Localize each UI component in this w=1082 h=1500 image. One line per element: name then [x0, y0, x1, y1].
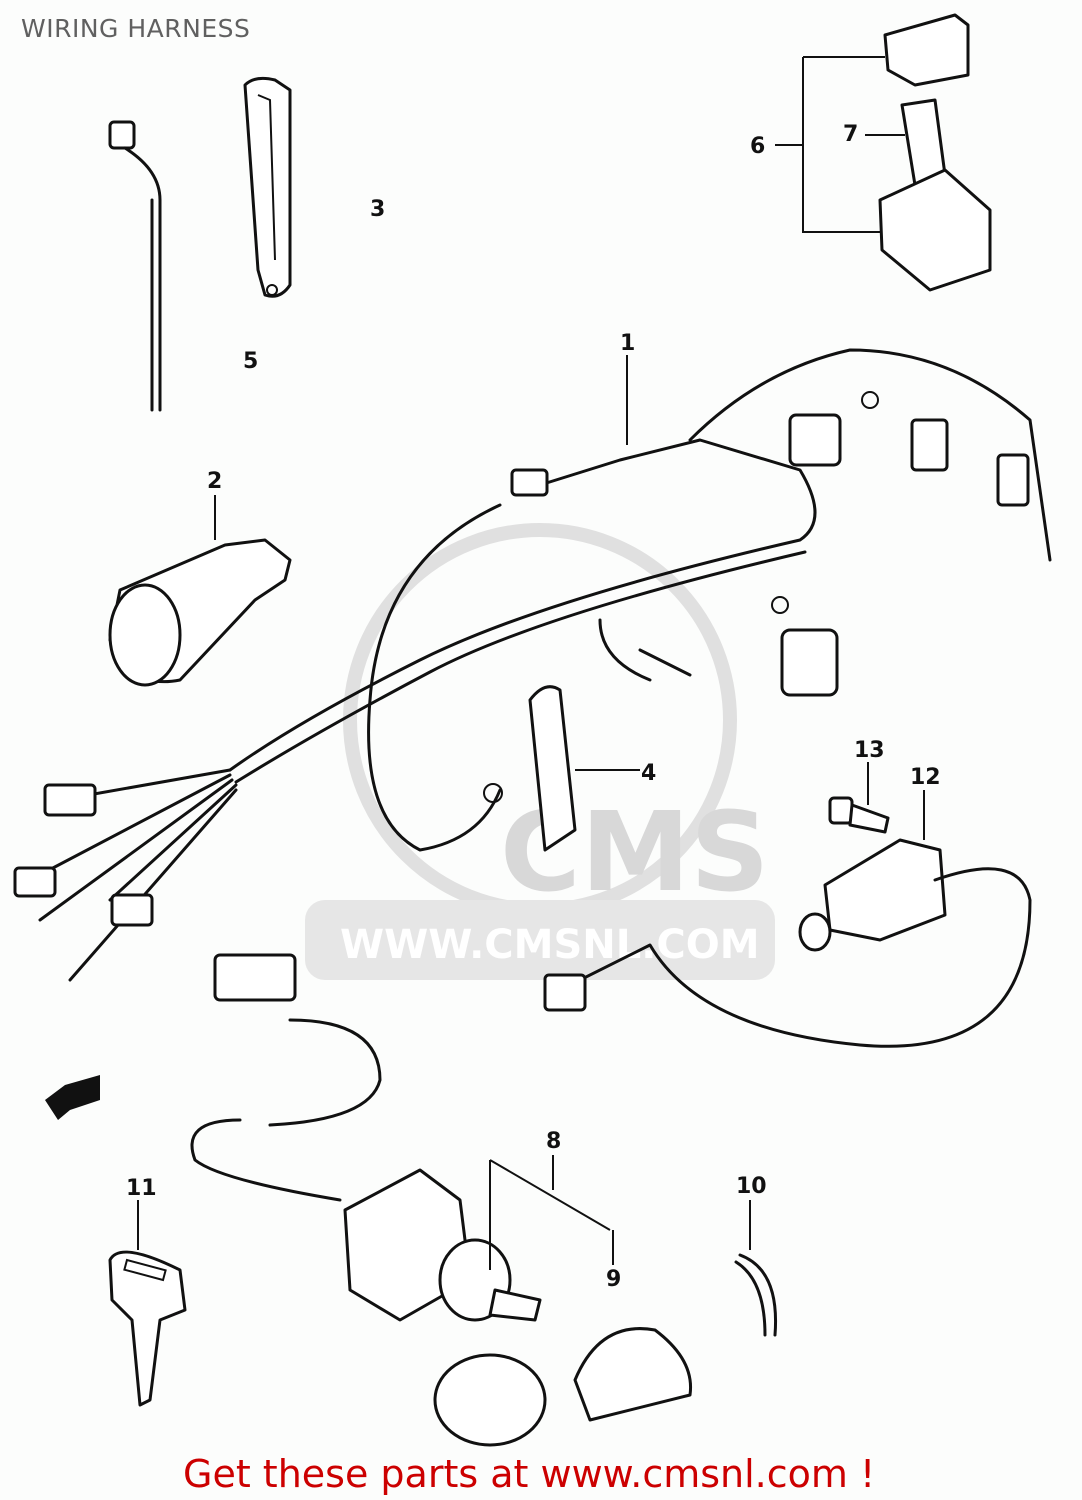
- callout-13: 13: [854, 738, 885, 763]
- part-4-clamp: [528, 685, 640, 852]
- callout-3: 3: [370, 197, 385, 222]
- part-5-cable-tie: [108, 120, 162, 412]
- callout-6: 6: [750, 134, 765, 159]
- front-arrow-icon: [45, 1075, 100, 1120]
- callout-5: 5: [243, 349, 258, 374]
- callout-7: 7: [843, 122, 858, 147]
- callout-1: 1: [620, 331, 635, 356]
- callout-12: 12: [910, 765, 941, 790]
- callout-9: 9: [606, 1267, 621, 1292]
- part-8-ignition-switch: [190, 953, 614, 1447]
- callout-8: 8: [546, 1129, 561, 1154]
- part-3-clamp: [243, 76, 292, 298]
- page-title: WIRING HARNESS: [21, 14, 251, 43]
- part-13-bolt: [828, 762, 890, 834]
- part-11-key: [108, 1200, 187, 1407]
- part-6-relay: [775, 13, 992, 292]
- callout-10: 10: [736, 1174, 767, 1199]
- watermark-url: WWW.CMSNL.COM: [340, 922, 760, 968]
- part-2-boot: [108, 495, 292, 687]
- callout-4: 4: [641, 761, 656, 786]
- part-9-cap: [573, 1327, 693, 1422]
- part-1-main-harness: [13, 348, 1052, 982]
- cmsnl-link[interactable]: Get these parts at www.cmsnl.com !: [183, 1452, 876, 1496]
- callout-11: 11: [126, 1176, 157, 1201]
- part-10-grommet: [734, 1200, 778, 1337]
- callout-2: 2: [207, 469, 222, 494]
- part-12-switch: [543, 790, 1032, 1048]
